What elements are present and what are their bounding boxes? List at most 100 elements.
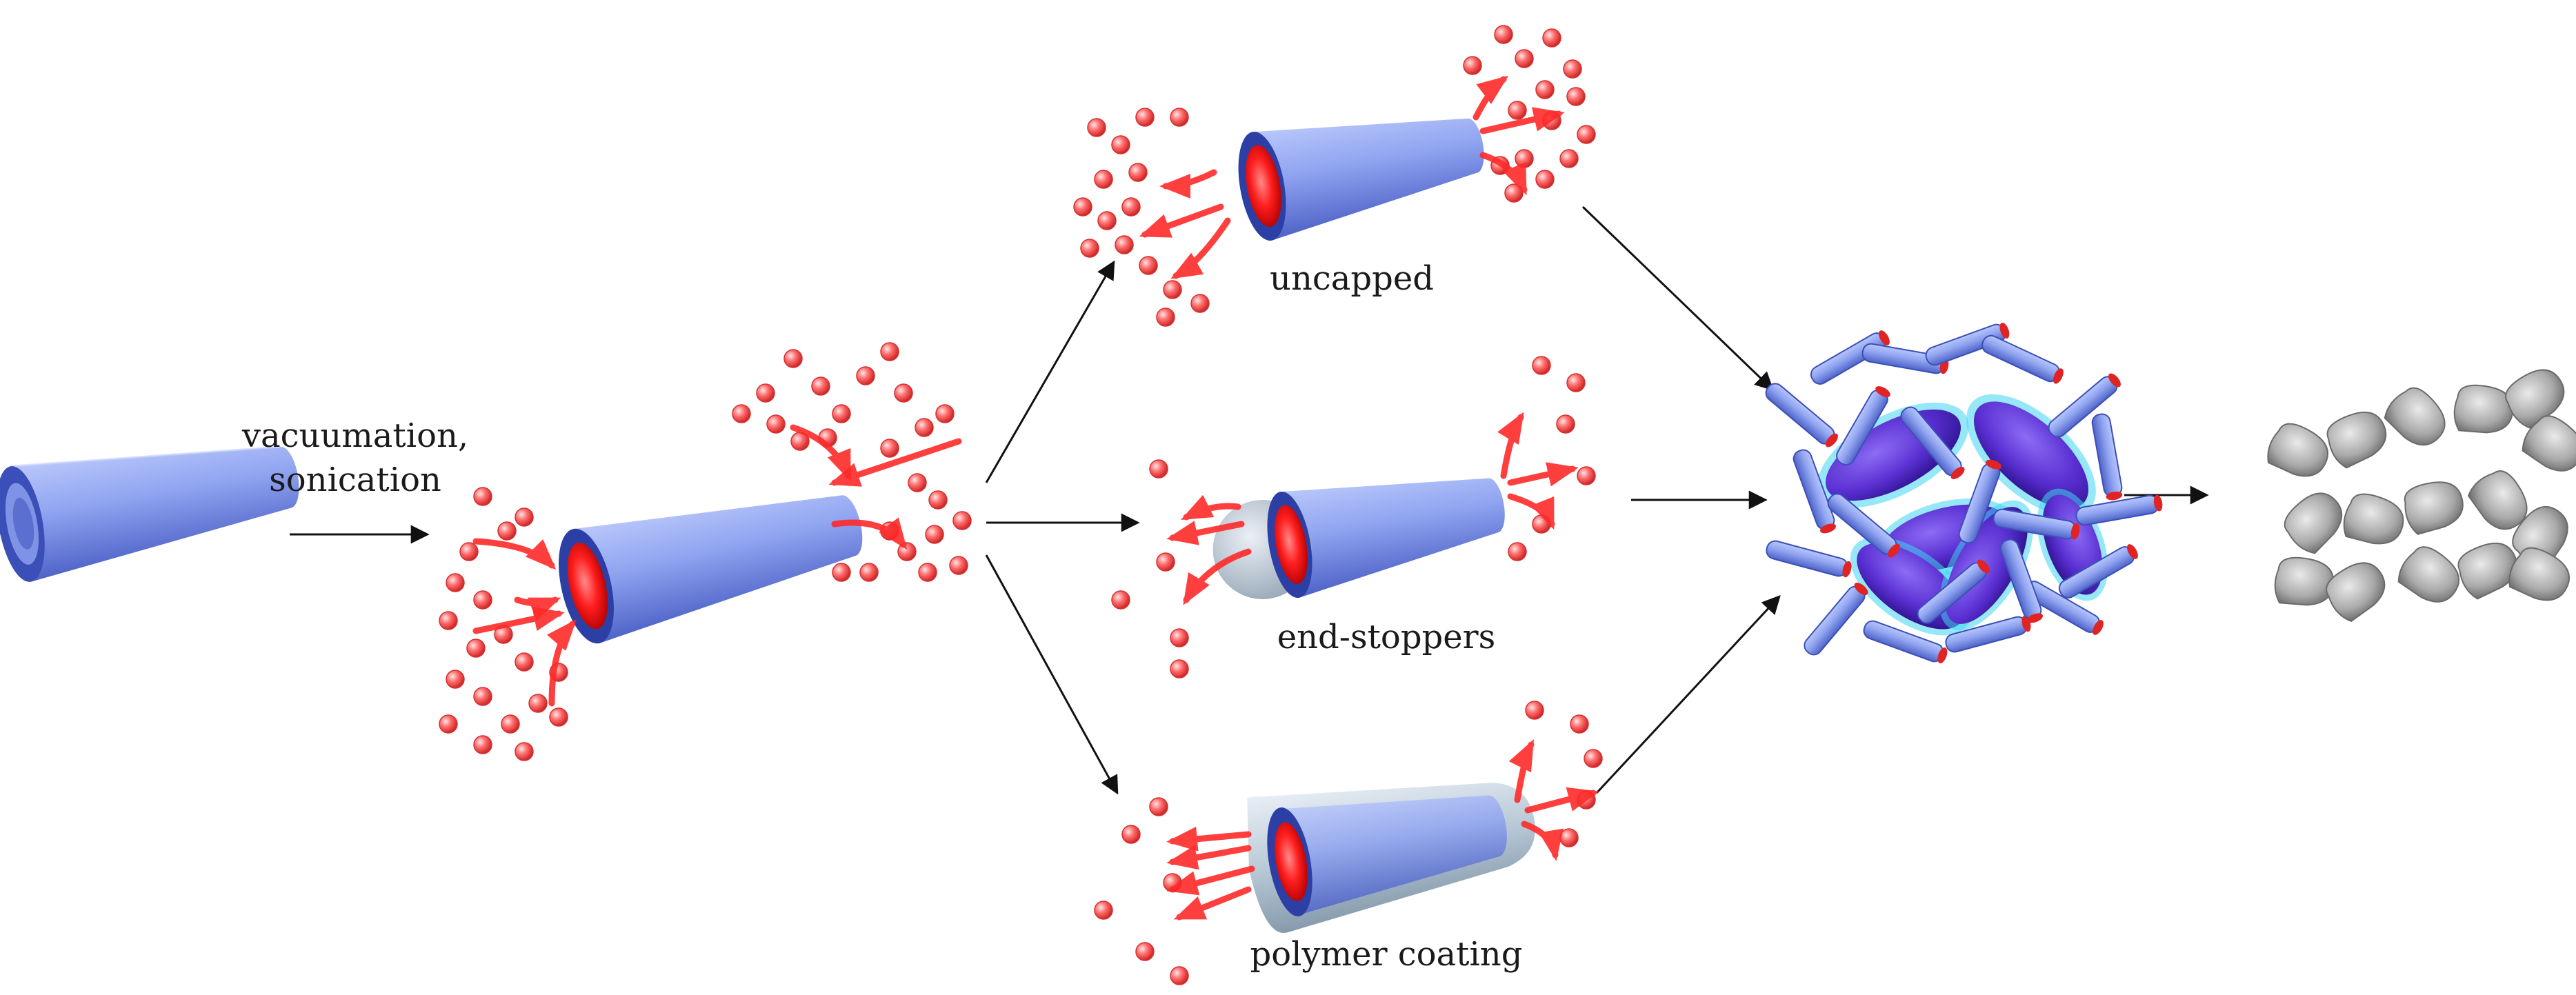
- drug-molecule-icon: [1139, 256, 1158, 275]
- drug-molecule-icon: [439, 611, 458, 630]
- drug-molecule-icon: [880, 342, 899, 361]
- release-arrow-icon: [1507, 462, 1579, 487]
- release-arrow-icon: [1166, 826, 1252, 852]
- drug-molecule-icon: [766, 414, 786, 434]
- drug-molecule-icon: [1559, 149, 1579, 168]
- drug-molecule-icon: [1094, 901, 1113, 920]
- converge-arrow-top: [1581, 205, 1774, 391]
- drug-molecule-icon: [528, 694, 548, 713]
- uncapped-nanotube: [1238, 118, 1484, 241]
- dead-bacteria-fragment: [2267, 423, 2329, 477]
- nanotube-rod: [1827, 493, 1900, 558]
- nanotube-rod: [2075, 494, 2163, 526]
- drug-molecule-icon: [549, 707, 568, 727]
- polymer-coated-nanotube: [1246, 783, 1535, 933]
- release-arrow-icon: [514, 596, 561, 621]
- drug-molecule-icon: [935, 404, 955, 423]
- release-arrow-icon: [1479, 107, 1565, 134]
- release-arrow-icon: [1497, 412, 1524, 479]
- drug-molecule-icon: [1128, 163, 1148, 182]
- drug-molecule-icon: [466, 639, 486, 658]
- drug-molecule-icon: [1170, 659, 1189, 679]
- empty-nanotube: [0, 416, 310, 583]
- drug-molecule-icon: [1156, 308, 1175, 327]
- process-label-line1: vacuumation,: [241, 416, 468, 455]
- nanotube-rod: [1925, 323, 2010, 366]
- release-arrow-icon: [1507, 493, 1555, 530]
- nanotube-rod: [1766, 540, 1852, 578]
- release-arrow-icon: [1139, 203, 1224, 238]
- drug-molecule-icon: [811, 376, 830, 396]
- release-arrow-icon: [828, 438, 962, 487]
- drug-molecule-icon: [1542, 28, 1561, 48]
- drug-molecule-icon: [1170, 108, 1189, 127]
- dead-bacteria-fragment: [2467, 470, 2528, 530]
- drug-molecule-icon: [1163, 280, 1182, 299]
- nanotube-rods: [1765, 323, 2163, 663]
- dead-bacteria-fragment: [2457, 542, 2518, 600]
- branch-arrow-polymer: [985, 554, 1119, 795]
- drug-molecule-icon: [501, 714, 520, 734]
- drug-molecule-icon: [1508, 542, 1527, 561]
- end-stopper-nanotube: [1212, 478, 1505, 599]
- dead-bacteria-fragment: [2326, 411, 2387, 469]
- drug-molecule-icon: [925, 525, 944, 544]
- drug-molecule-icon: [1080, 239, 1099, 258]
- drug-molecule-icon: [1156, 552, 1175, 572]
- nanotube-rod: [1793, 449, 1836, 534]
- drug-molecule-icon: [1170, 966, 1189, 985]
- drug-molecule-icon: [1570, 714, 1589, 734]
- release-arrow-icon: [1183, 548, 1252, 605]
- drug-molecule-icon: [1097, 211, 1117, 230]
- dead-bacteria-fragment: [2326, 562, 2386, 623]
- release-arrow-icon: [1472, 75, 1509, 121]
- drug-molecule-icon: [1577, 125, 1596, 144]
- drug-molecule-icon: [1121, 825, 1141, 844]
- dead-bacteria-fragment: [2384, 387, 2446, 446]
- nanotube-rod: [1863, 620, 1948, 663]
- nanotube-rod: [2058, 544, 2138, 599]
- drug-molecule-icon: [1563, 59, 1582, 79]
- drug-molecule-icon: [473, 590, 492, 610]
- drug-molecule-icon: [515, 507, 534, 527]
- drug-molecule-icon: [1532, 356, 1551, 375]
- drug-molecule-icon: [1094, 170, 1113, 189]
- drug-molecule-icon: [1149, 459, 1168, 479]
- nanotube-rod: [2091, 413, 2123, 501]
- release-arrow-icon: [1166, 845, 1252, 870]
- loaded-nanotube: [559, 495, 863, 644]
- drug-molecule-icon: [859, 563, 879, 582]
- release-arrow-icon: [472, 538, 557, 570]
- drug-molecule-icon: [915, 418, 934, 437]
- branch-arrow-uncapped: [985, 260, 1115, 483]
- drug-molecule-icon: [949, 556, 968, 575]
- nanotube-rod: [1917, 559, 1990, 624]
- release-arrows: [472, 75, 1599, 921]
- nanotube-rod: [1993, 508, 2080, 540]
- drug-molecule-icon: [952, 511, 972, 530]
- release-arrow-icon: [472, 606, 565, 634]
- drug-molecule-icon: [1087, 118, 1106, 137]
- drug-molecule-icon: [1566, 373, 1586, 392]
- release-arrow-icon: [1479, 152, 1528, 196]
- drug-molecule-icon: [732, 404, 751, 423]
- nanotube-rod: [1836, 386, 1890, 466]
- dead-bacteria-fragment: [2274, 556, 2335, 606]
- drug-molecule-icon: [1515, 49, 1534, 68]
- drug-molecule-icon: [446, 573, 465, 592]
- nanotube-rod: [1999, 539, 2043, 623]
- drug-molecule-icon: [1494, 25, 1513, 44]
- drug-molecule-icon: [1121, 197, 1141, 217]
- drug-molecule-icon: [473, 735, 492, 754]
- polymer-coating-label: polymer coating: [1250, 935, 1523, 974]
- drug-molecule-icon: [1111, 590, 1130, 610]
- drug-molecule-icon: [908, 473, 927, 492]
- dead-bacteria-fragment: [2508, 547, 2570, 601]
- drug-molecule-icon: [497, 521, 517, 541]
- release-arrow-icon: [1166, 521, 1245, 545]
- drug-molecule-icon: [856, 366, 875, 385]
- nanotube-rod: [1900, 406, 1965, 479]
- drug-molecule-icon: [1115, 235, 1134, 254]
- drug-molecule-icon: [1535, 170, 1555, 189]
